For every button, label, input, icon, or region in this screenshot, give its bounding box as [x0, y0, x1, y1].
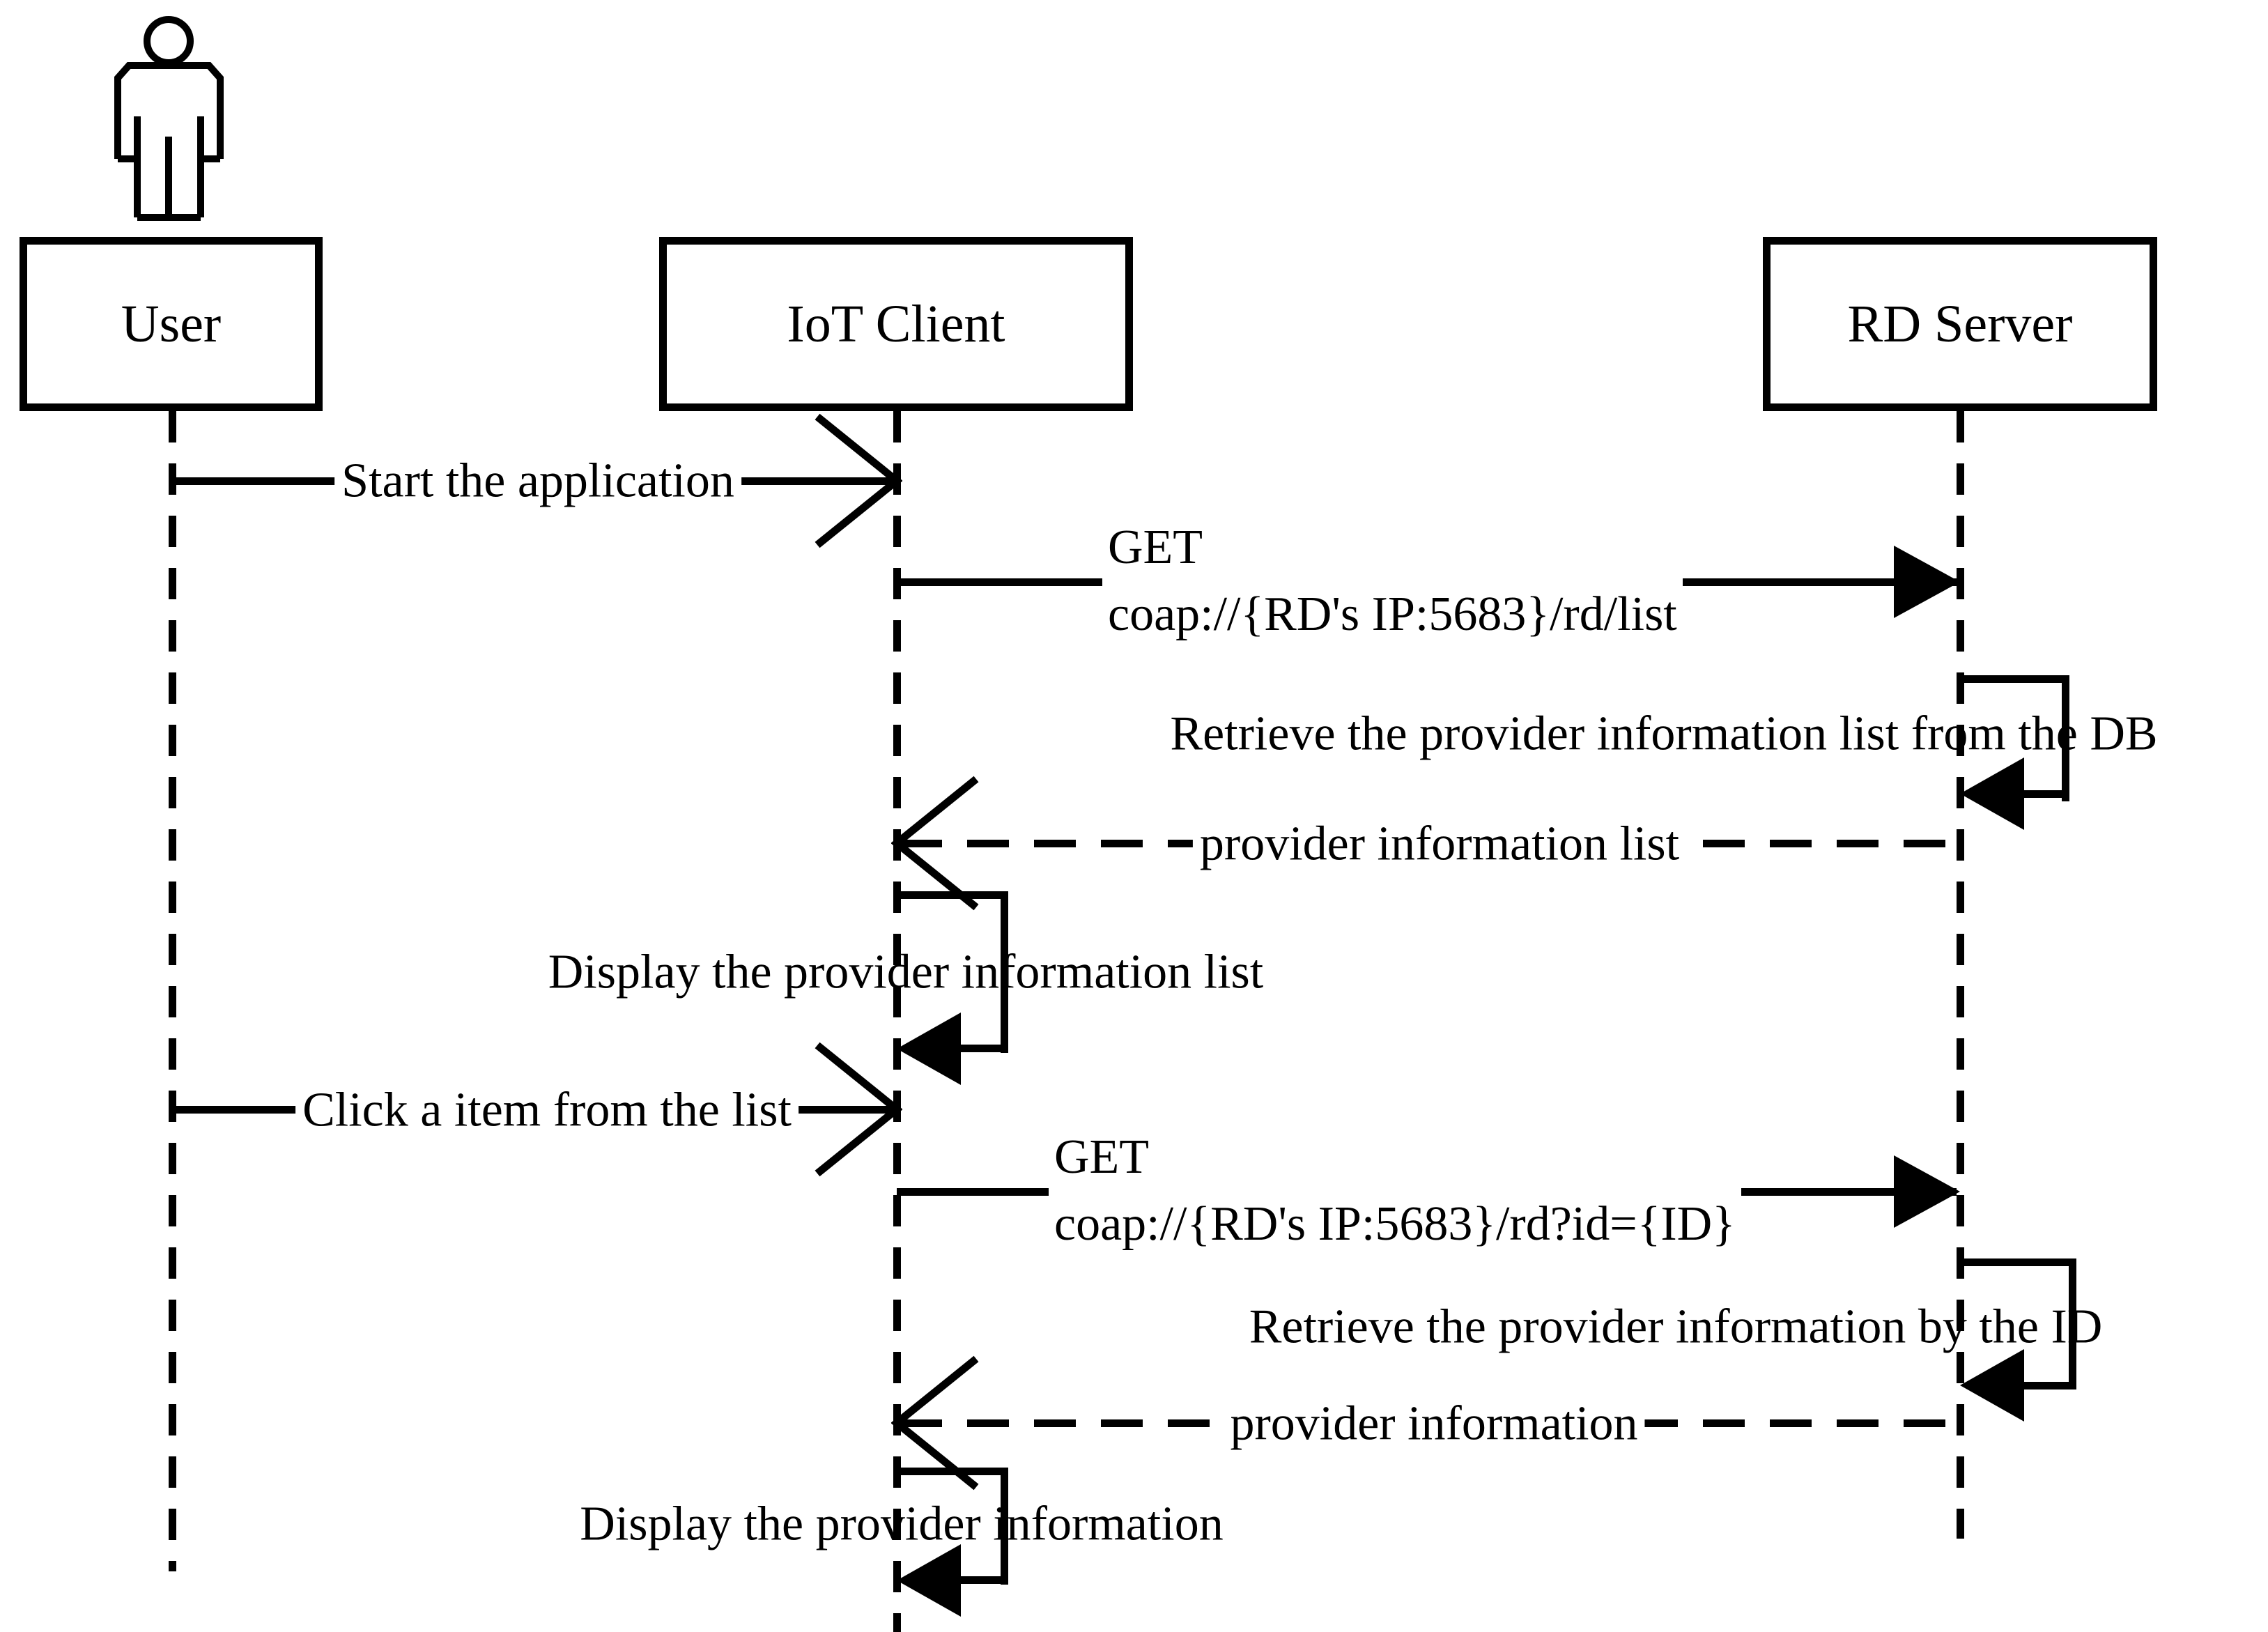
self-message-bracket [1001, 1468, 1008, 1585]
message-label: Display the provider information list [548, 945, 1264, 999]
self-message-bracket [2069, 1258, 2076, 1389]
actor-box-iot-client: IoT Client [659, 237, 1133, 411]
message-label-method: GET [1054, 1130, 1150, 1184]
actor-label-user: User [121, 294, 222, 353]
open-arrowhead-icon [891, 776, 979, 911]
self-message-bracket [2021, 1382, 2076, 1389]
self-message-bracket [897, 891, 1008, 899]
message-label: Start the application [334, 454, 741, 508]
message-label-url: coap://{RD's IP:5683}/rd/list [1108, 587, 1677, 641]
filled-arrowhead-icon [1960, 1349, 2024, 1422]
message-label-method: GET [1108, 521, 1203, 574]
open-arrowhead-icon [891, 1355, 979, 1491]
message-label: provider information [1223, 1396, 1645, 1451]
message-label: Retrieve the provider information by the… [1249, 1300, 2103, 1354]
message-label: Retrieve the provider information list f… [1170, 707, 2158, 761]
open-arrowhead-icon [815, 1042, 902, 1177]
message-label-url: coap://{RD's IP:5683}/rd?id={ID} [1054, 1197, 1736, 1251]
actor-label-rd-server: RD Server [1847, 294, 2073, 353]
message-label: GET coap://{RD's IP:5683}/rd/list [1102, 514, 1683, 648]
self-message-bracket [2062, 675, 2069, 801]
message-label: GET coap://{RD's IP:5683}/rd?id={ID} [1049, 1124, 1741, 1258]
person-icon [114, 16, 224, 221]
actor-box-rd-server: RD Server [1763, 237, 2157, 411]
self-message-bracket [2021, 790, 2069, 798]
filled-arrowhead-icon [897, 1013, 961, 1085]
lifeline-rd-server [1957, 411, 1964, 1539]
message-label: provider information list [1192, 817, 1687, 871]
filled-arrowhead-icon [1894, 1155, 1960, 1228]
actor-box-user: User [20, 237, 323, 411]
lifeline-user [169, 411, 176, 1571]
filled-arrowhead-icon [1894, 546, 1960, 618]
filled-arrowhead-icon [1960, 757, 2024, 830]
filled-arrowhead-icon [897, 1544, 961, 1617]
message-label: Click a item from the list [295, 1083, 799, 1137]
message-label: Display the provider information [580, 1497, 1224, 1551]
self-message-bracket [1960, 1258, 2076, 1266]
self-message-bracket [958, 1576, 1008, 1584]
self-message-bracket [958, 1045, 1008, 1052]
self-message-bracket [1001, 891, 1008, 1053]
actor-label-iot-client: IoT Client [787, 294, 1005, 353]
self-message-bracket [1960, 675, 2069, 683]
open-arrowhead-icon [815, 413, 902, 548]
